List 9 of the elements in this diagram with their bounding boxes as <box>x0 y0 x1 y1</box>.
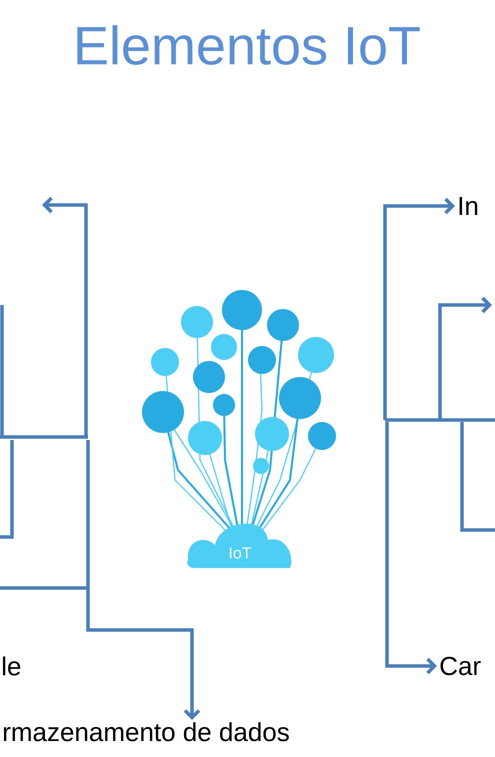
arrow <box>383 198 455 420</box>
title: Elementos IoT <box>77 25 420 65</box>
arrow <box>385 422 437 674</box>
node-label: Car <box>440 656 481 676</box>
node-label: rmazenamento de dados <box>4 722 289 742</box>
node-label: In <box>460 197 478 215</box>
side-label: le <box>2 656 20 676</box>
cloud-label: IoT <box>230 547 252 559</box>
arrow <box>86 440 200 720</box>
